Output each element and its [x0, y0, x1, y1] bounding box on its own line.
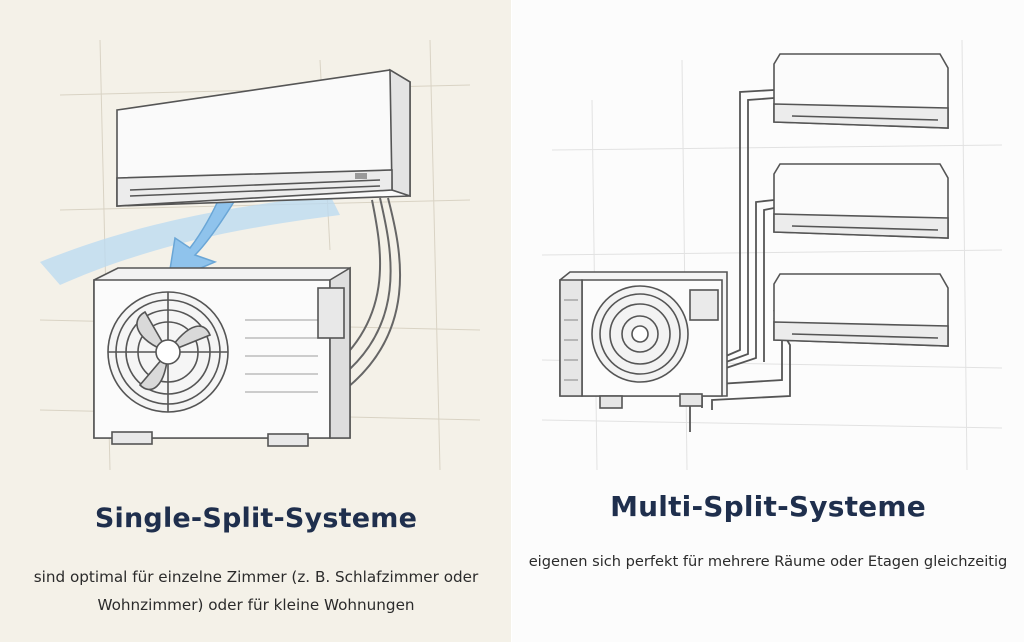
outdoor-unit-icon — [93, 266, 351, 447]
multi-split-panel: Multi-Split-Systeme eigenen sich perfekt… — [512, 0, 1024, 642]
multi-split-illustration — [541, 39, 1003, 471]
outdoor-unit-icon — [559, 271, 728, 409]
indoor-unit-icon — [773, 273, 949, 347]
multi-split-title: Multi-Split-Systeme — [610, 490, 926, 523]
multi-split-description: eigenen sich perfekt für mehrere Räume o… — [528, 553, 1008, 570]
airflow-icon — [40, 191, 340, 285]
single-split-title: Single-Split-Systeme — [94, 503, 418, 534]
indoor-unit-icon — [116, 68, 411, 207]
indoor-unit-icon — [773, 53, 949, 129]
refrigerant-pipes-icon — [689, 89, 791, 432]
indoor-unit-icon — [773, 163, 949, 239]
single-split-panel: Single-Split-Systeme sind optimal für ei… — [0, 0, 512, 642]
single-split-description: sind optimal für einzelne Zimmer (z. B. … — [33, 568, 479, 614]
single-split-illustration — [39, 39, 481, 471]
